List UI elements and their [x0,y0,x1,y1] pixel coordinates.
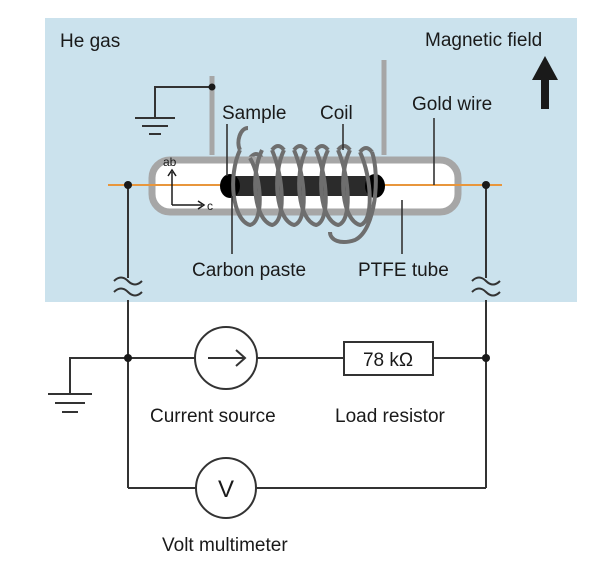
circuit-wiring [69,185,487,489]
ptfe-tube-label: PTFE tube [358,260,449,281]
load-resistor-label: Load resistor [335,406,446,427]
current-source-label: Current source [150,406,276,427]
up-arrow-icon [532,56,558,109]
load-resistor [343,341,434,376]
voltmeter-icon: V [195,457,257,519]
carbon-paste-left [220,174,240,198]
gold-wire-label: Gold wire [412,94,492,115]
ground-icon [48,393,92,413]
he-gas-label: He gas [60,31,120,52]
coil-label: Coil [320,103,353,124]
break-mark-right [471,276,501,297]
crystal-axes: ab c [163,155,213,213]
magnetic-field-label: Magnetic field [425,30,542,51]
junction-dots [124,181,490,362]
resistor-value: 78 kΩ [363,350,413,371]
axis-c-label: c [207,199,213,213]
current-source-icon [194,326,258,390]
carbon-paste-label: Carbon paste [192,260,306,281]
sample-label: Sample [222,103,286,124]
break-mark-left [113,276,143,297]
volt-multimeter-label: Volt multimeter [162,535,288,556]
leader-lines [226,118,435,254]
ground-icon [135,83,216,135]
axis-ab-label: ab [163,155,177,169]
coil [231,126,378,244]
voltmeter-symbol: V [218,476,234,503]
